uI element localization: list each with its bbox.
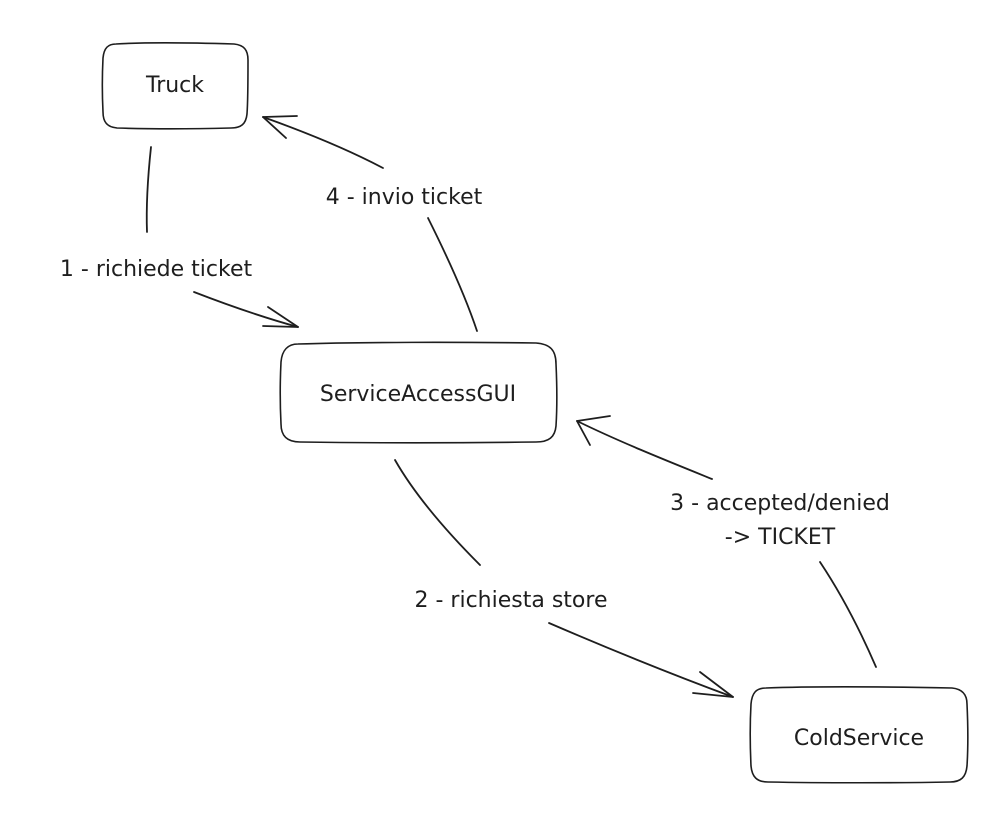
edge-1-line-upper [145, 146, 152, 233]
edge-2-arrowhead [692, 671, 734, 698]
edge-2-label: 2 - richiesta store [415, 588, 608, 613]
edge-2-line-lower [548, 622, 734, 698]
node-truck-box [101, 42, 249, 130]
edge-1-label: 1 - richiede ticket [60, 257, 253, 282]
edge-4-arrowhead [262, 115, 298, 139]
node-service-access-gui-box [279, 341, 558, 444]
edge-4-line-upper [262, 116, 384, 169]
edge-4-line-lower [427, 217, 478, 332]
edge-3-accepted-denied: 3 - accepted/denied -> TICKET [576, 415, 890, 668]
edge-3-line-upper [576, 420, 713, 480]
edge-1-richiede-ticket: 1 - richiede ticket [60, 146, 299, 328]
node-cold-service[interactable]: ColdService [749, 686, 969, 784]
edge-3-arrowhead [576, 415, 611, 446]
node-service-access-gui-label: ServiceAccessGUI [320, 382, 516, 407]
node-cold-service-box [749, 686, 969, 784]
edge-4-label: 4 - invio ticket [326, 185, 483, 210]
node-truck-label: Truck [145, 73, 204, 98]
edge-3-line-lower [819, 561, 877, 668]
edge-3-label-line1: 3 - accepted/denied [670, 491, 890, 516]
edge-1-arrowhead [262, 306, 299, 328]
edge-4-invio-ticket: 4 - invio ticket [262, 115, 483, 332]
node-cold-service-label: ColdService [794, 726, 924, 751]
edge-1-line-lower [193, 291, 299, 328]
edge-2-line-upper [394, 459, 481, 566]
edge-2-richiesta-store: 2 - richiesta store [394, 459, 734, 698]
edge-3-label-line2: -> TICKET [725, 525, 836, 550]
node-truck[interactable]: Truck [101, 42, 249, 130]
node-service-access-gui[interactable]: ServiceAccessGUI [279, 341, 558, 444]
